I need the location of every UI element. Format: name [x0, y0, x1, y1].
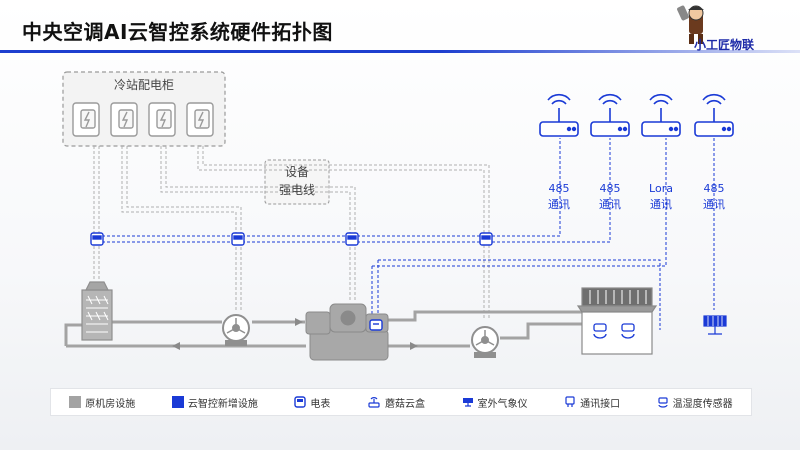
comm-label-4-proto: 485 [703, 182, 725, 195]
cabinet-unit-2 [110, 102, 138, 137]
chiller [305, 303, 389, 361]
gray-square-icon [69, 396, 82, 408]
water-pipes [64, 310, 582, 348]
legend-item-original: 原机房设施 [69, 395, 135, 410]
power-lines [93, 146, 490, 318]
legend-label: 云智控新增设施 [187, 398, 258, 410]
cabinet-unit-3 [148, 102, 176, 137]
legend-item-weather: 室外气象仪 [462, 395, 528, 410]
meter-icon [294, 396, 307, 408]
title-underline [0, 50, 800, 53]
cooling-water-pump [222, 314, 250, 346]
comm-label-1-word: 通讯 [548, 198, 570, 211]
comm-port-icon-chiller [369, 319, 383, 331]
legend-label: 室外气象仪 [477, 398, 528, 410]
sensor-icons [593, 323, 635, 339]
legend-label: 温湿度传感器 [672, 398, 733, 410]
comm-label-3-proto: Lora [649, 182, 673, 195]
legend-label: 电表 [310, 398, 331, 410]
weather-icon [462, 398, 473, 407]
port-icon [565, 396, 575, 407]
legend-item-port: 通讯接口 [564, 395, 620, 410]
weather-station-icon [703, 315, 727, 335]
comm-label-2-word: 通讯 [599, 198, 621, 211]
legend-item-meter: 电表 [294, 395, 330, 410]
legend: 原机房设施 云智控新增设施 电表 蘑菇云盒 室外气象仪 通讯接口 温湿度传感器 [50, 388, 752, 416]
gateway-icons [539, 93, 734, 137]
cabinet-unit-4 [186, 102, 214, 137]
legend-label: 原机房设施 [85, 398, 136, 410]
comm-bus [92, 138, 715, 330]
legend-item-sensor: 温湿度传感器 [657, 395, 733, 410]
power-line-label-line1: 设备 [284, 165, 309, 179]
gateway-icon [368, 397, 380, 408]
meter-icons [90, 232, 493, 246]
legend-item-new: 云智控新增设施 [171, 395, 258, 410]
power-line-label-line2: 强电线 [278, 183, 315, 197]
logo-text: 小工匠物联 [694, 38, 755, 52]
comm-label-1-proto: 485 [548, 182, 570, 195]
comm-label-4-word: 通讯 [703, 198, 725, 211]
distribution-cabinet-frame [62, 71, 226, 147]
comm-label-3-word: 通讯 [650, 198, 672, 211]
air-handling-unit [576, 287, 658, 355]
sensor-icon [658, 397, 668, 408]
cooling-tower [81, 281, 113, 341]
flow-arrows [172, 318, 418, 350]
cabinet-label: 冷站配电柜 [113, 78, 174, 92]
legend-item-gateway: 蘑菇云盒 [367, 395, 425, 410]
blue-square-icon [171, 396, 184, 408]
power-line-label-box [264, 159, 330, 205]
comm-label-2-proto: 485 [599, 182, 621, 195]
legend-label: 蘑菇云盒 [384, 398, 425, 410]
cabinet-unit-1 [72, 102, 100, 137]
chilled-water-pump [471, 326, 499, 358]
page-title: 中央空调AI云智控系统硬件拓扑图 [22, 20, 333, 44]
logo-mascot-icon [677, 5, 704, 44]
legend-label: 通讯接口 [580, 398, 621, 410]
